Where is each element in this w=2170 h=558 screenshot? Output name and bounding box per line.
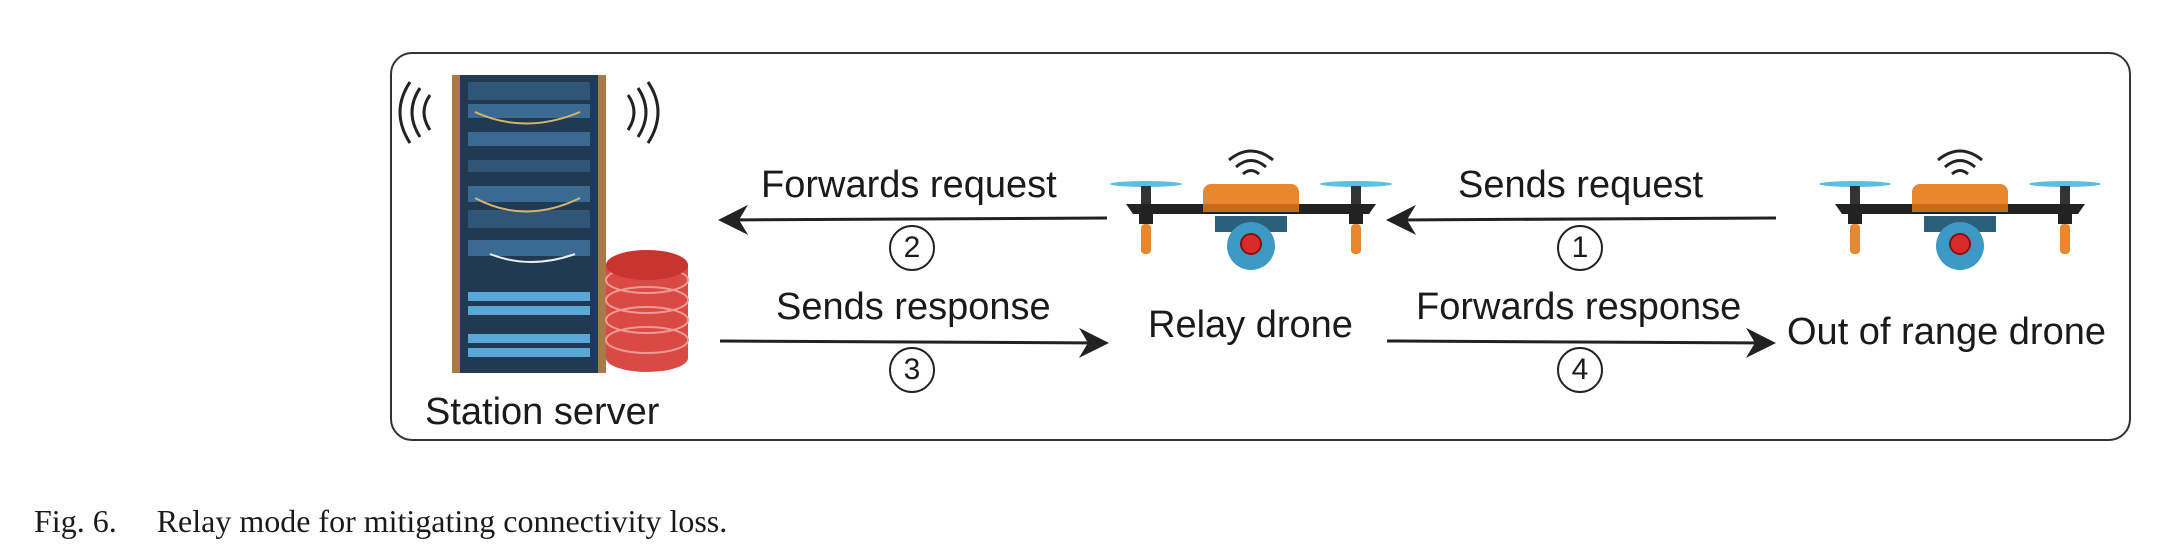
arrow-step-4 [1386, 327, 1776, 358]
step-3-label: Sends response [776, 286, 1051, 328]
arrow-step-3 [719, 327, 1109, 358]
figure-caption: Fig. 6. Relay mode for mitigating connect… [34, 503, 727, 540]
step-3-number: 3 [889, 347, 935, 393]
arrow-step-1 [1386, 204, 1777, 235]
step-2-number: 2 [889, 225, 935, 271]
step-4-label: Forwards response [1416, 286, 1742, 328]
relay-drone-label: Relay drone [1148, 304, 1353, 346]
relay-drone-icon [1108, 149, 1394, 272]
step-4-number: 4 [1557, 347, 1603, 393]
station-server-label: Station server [425, 391, 660, 433]
step-1-label: Sends request [1458, 164, 1704, 206]
diagram-frame [390, 52, 2131, 441]
arrow-step-2 [718, 204, 1108, 235]
server-rack-icon [452, 75, 606, 373]
figure-number: Fig. 6. [34, 503, 117, 539]
figure-caption-text: Relay mode for mitigating connectivity l… [156, 503, 728, 539]
step-2-label: Forwards request [761, 164, 1057, 206]
database-icon [605, 250, 689, 372]
step-1-number: 1 [1557, 225, 1603, 271]
wifi-signal-icon [398, 81, 660, 144]
out-of-range-drone-icon [1817, 149, 2103, 272]
out-of-range-drone-label: Out of range drone [1787, 311, 2106, 353]
